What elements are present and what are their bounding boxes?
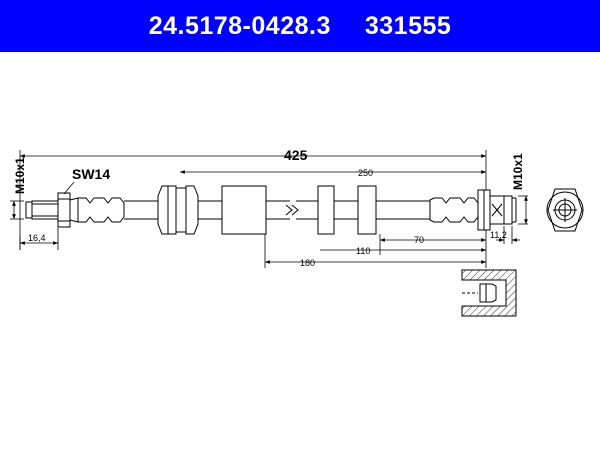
dim-overall-length: 425 — [284, 147, 308, 163]
thread-right-label: M10x1 — [511, 153, 525, 190]
left-fitting — [25, 192, 125, 228]
dim-110: 110 — [356, 246, 370, 256]
reference-number: 331555 — [364, 11, 452, 40]
port-section-detail — [461, 269, 517, 317]
grommet-bracket — [157, 185, 199, 235]
dim-250: 250 — [358, 168, 373, 178]
thread-left-label: M10x1 — [13, 157, 27, 194]
wrench-size-label: SW14 — [72, 166, 110, 182]
dim-180: 180 — [300, 258, 315, 268]
title-bar: 24.5178-0428.3 331555 — [0, 0, 600, 52]
dim-70: 70 — [414, 235, 424, 245]
clamp-sleeve — [221, 185, 267, 235]
right-fitting — [429, 189, 517, 231]
dim-11-2: 11,2 — [490, 230, 507, 240]
spacer-block-2 — [357, 185, 377, 235]
part-number: 24.5178-0428.3 — [148, 11, 331, 40]
dim-16-4: 16,4 — [28, 233, 46, 243]
spacer-block-1 — [317, 185, 335, 235]
end-view-hex — [546, 188, 584, 232]
